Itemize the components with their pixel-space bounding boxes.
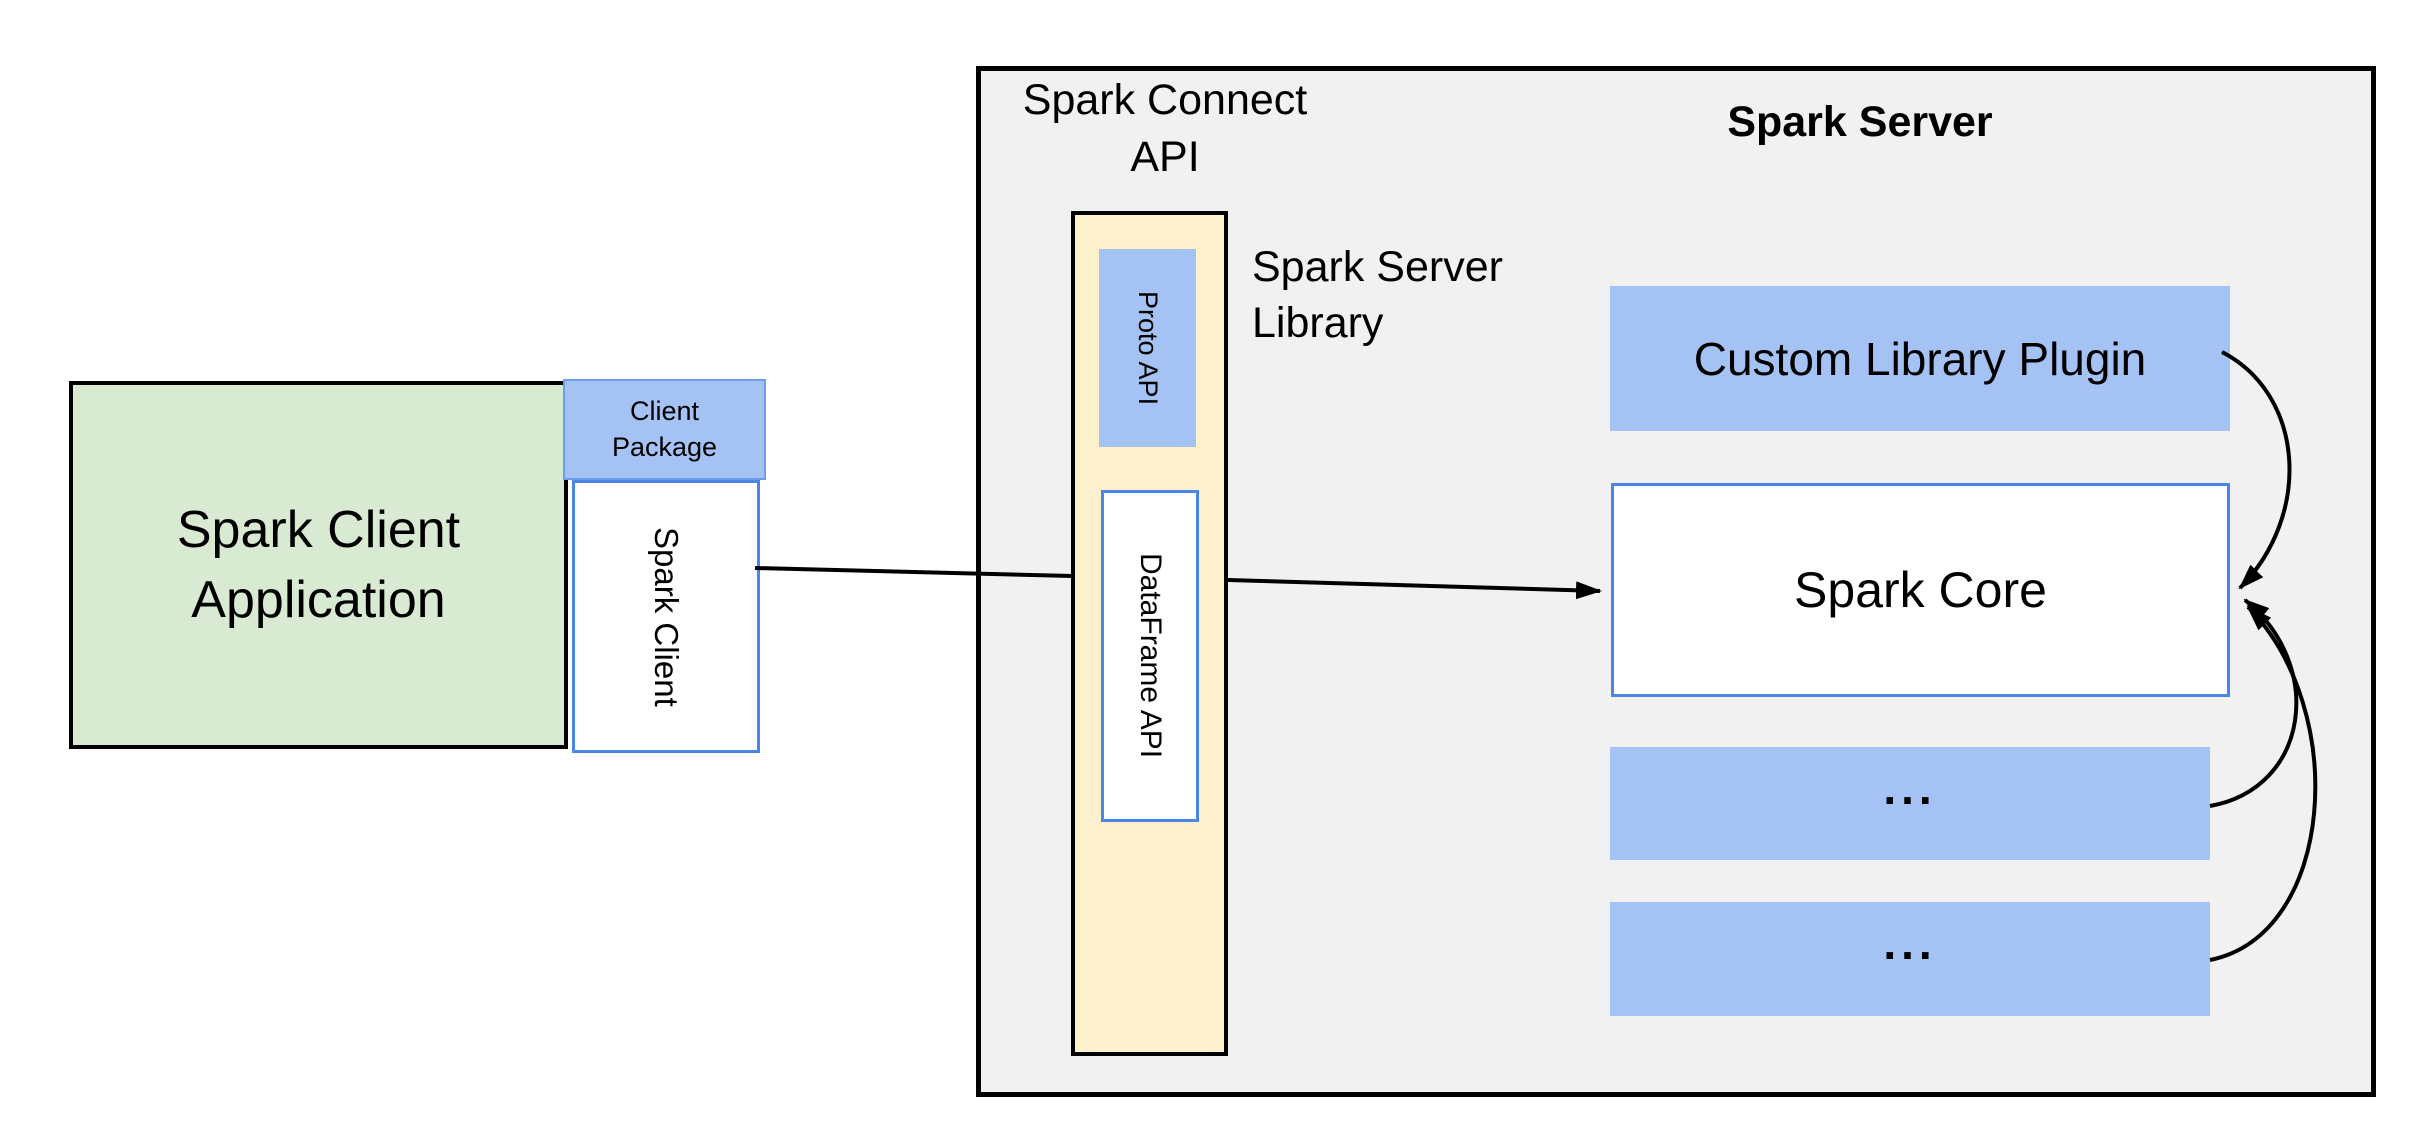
spark-server-title: Spark Server xyxy=(1727,98,1993,146)
plugin-slot-1-label: ... xyxy=(1883,761,1937,814)
spark-core-box: Spark Core xyxy=(1611,483,2230,697)
custom-library-plugin-box: Custom Library Plugin xyxy=(1610,286,2230,431)
client-package-label: Client Package xyxy=(611,396,718,462)
custom-library-plugin-label: Custom Library Plugin xyxy=(1693,332,2147,385)
proto-api-label: Proto API xyxy=(1133,290,1163,406)
spark-server-library-caption: Spark Server Library xyxy=(1252,243,1503,347)
plugin-slot-box-1: ... xyxy=(1610,747,2210,860)
plugin-slot-2-label: ... xyxy=(1883,916,1937,969)
spark-core-label: Spark Core xyxy=(1794,562,2047,618)
dataframe-api-box: DataFrame API xyxy=(1101,490,1199,822)
proto-api-box: Proto API xyxy=(1099,249,1196,447)
client-package-box: Client Package xyxy=(563,379,766,480)
spark-client-box: Spark Client xyxy=(572,480,760,753)
spark-client-application-label: Spark Client Application xyxy=(176,500,461,629)
plugin-slot-box-2: ... xyxy=(1610,902,2210,1016)
spark-connect-api-title: Spark Connect API xyxy=(1022,76,1308,181)
dataframe-api-label: DataFrame API xyxy=(1134,553,1167,759)
spark-client-label: Spark Client xyxy=(648,526,685,707)
spark-client-application-box: Spark Client Application xyxy=(69,381,568,749)
